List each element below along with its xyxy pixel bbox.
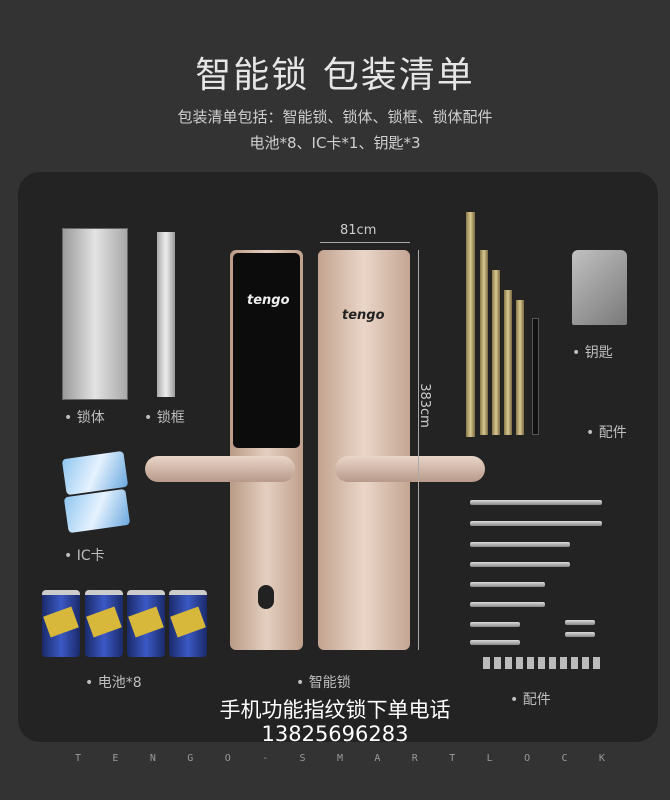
battery-image (169, 590, 207, 657)
footer-letter: A (374, 753, 381, 764)
small-screws-image (483, 657, 601, 669)
strike-plate-image (157, 232, 175, 397)
footer-letter: - (262, 753, 269, 764)
screw-image (470, 622, 520, 627)
battery-label: 电池*8 (85, 672, 142, 692)
footer-letter: M (336, 753, 343, 764)
battery-image (42, 590, 80, 657)
footer-letter: K (598, 753, 605, 764)
accessories-label: 配件 (510, 689, 551, 709)
footer-brand: T E N G O - S M A R T L O C K (75, 753, 605, 764)
footer-letter: N (149, 753, 156, 764)
width-dimension: 81cm (340, 223, 377, 238)
strike-plate-label: 锁框 (144, 407, 185, 427)
smart-lock-label: 智能锁 (296, 672, 351, 692)
footer-letter: C (561, 753, 568, 764)
front-handle (145, 456, 295, 482)
footer-letter: O (224, 753, 231, 764)
back-handle (335, 456, 485, 482)
footer-letter: G (187, 753, 194, 764)
footer-letter: L (486, 753, 493, 764)
footer-letter: T (75, 753, 82, 764)
lock-body-label: 锁体 (64, 407, 105, 427)
footer-letter: E (112, 753, 119, 764)
spindle-bar-image (516, 300, 524, 435)
lock-back-panel: tengo (318, 250, 410, 650)
spindle-bar-image (492, 270, 500, 435)
spindle-bar-image (466, 212, 475, 437)
lock-front-panel: tengo (230, 250, 303, 650)
screw-image (470, 582, 545, 587)
screw-image (470, 640, 520, 645)
screw-image (470, 521, 602, 526)
height-dimension-line (418, 250, 419, 650)
spindle-bar-image (504, 290, 512, 435)
order-hotline-text: 手机功能指纹锁下单电话 (219, 698, 451, 722)
brand-logo: tengo (342, 308, 385, 323)
screw-image (470, 542, 570, 547)
page-title: 智能锁 包装清单 (195, 55, 475, 96)
height-dimension: 383cm (416, 383, 432, 428)
screw-image (565, 620, 595, 625)
contents-line-2: 电池*8、IC卡*1、钥匙*3 (249, 134, 421, 152)
footer-letter: T (449, 753, 456, 764)
screw-image (470, 602, 545, 607)
screw-image (470, 500, 602, 505)
hex-key-image (532, 318, 539, 435)
brand-logo: tengo (247, 293, 290, 308)
order-phone-number[interactable]: 13825696283 (261, 722, 409, 746)
battery-image (127, 590, 165, 657)
screw-image (470, 562, 570, 567)
spindle-bar-image (480, 250, 488, 435)
ic-card-label: IC卡 (64, 545, 105, 565)
accessories-label: 配件 (586, 422, 627, 442)
contents-line-1: 包装清单包括：智能锁、锁体、锁框、锁体配件 (177, 108, 493, 126)
footer-letter: R (411, 753, 418, 764)
screw-image (565, 632, 595, 637)
footer-letter: O (524, 753, 531, 764)
footer-letter: S (299, 753, 306, 764)
width-dimension-line (320, 242, 410, 243)
keys-label: 钥匙 (572, 342, 613, 362)
lock-body-image (62, 228, 128, 400)
battery-image (85, 590, 123, 657)
keys-image (572, 250, 627, 325)
